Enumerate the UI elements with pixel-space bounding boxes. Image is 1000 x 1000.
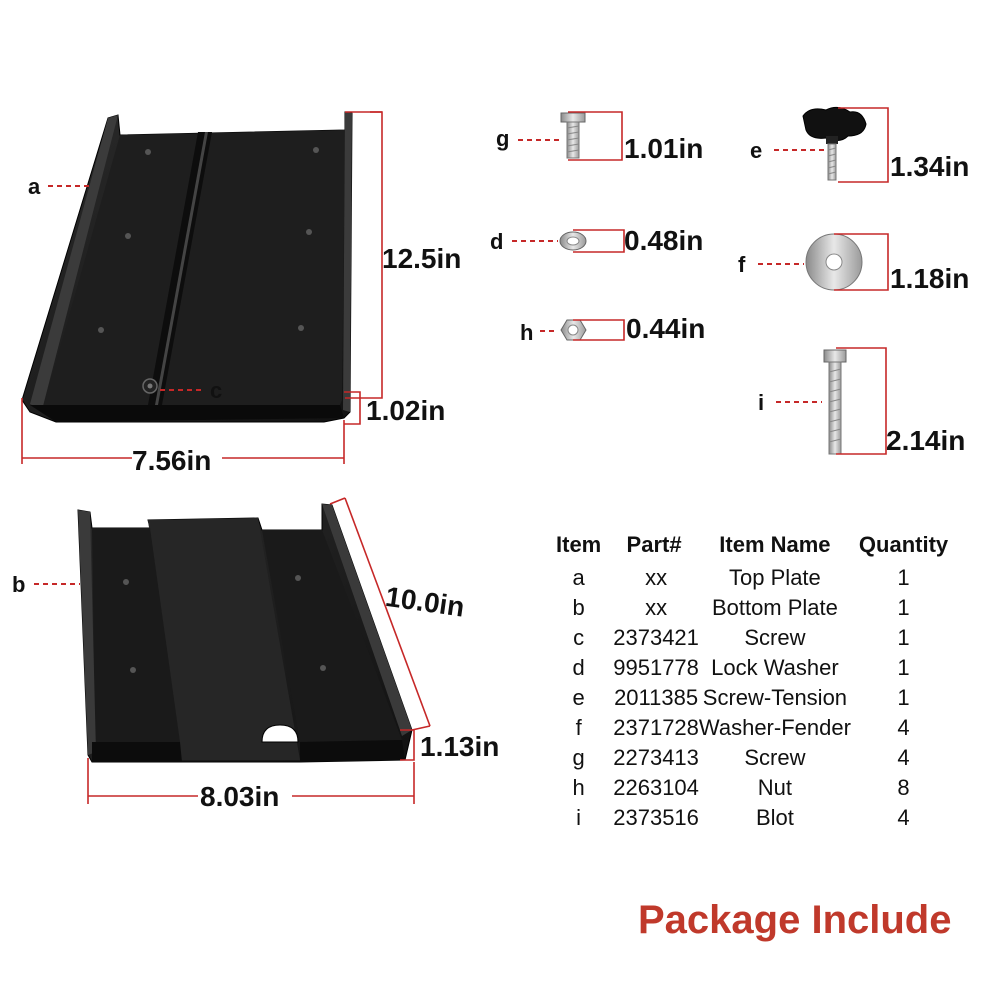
- cell-part: 2373516: [613, 805, 699, 830]
- dim-bottom-plate-length: 10.0in: [383, 581, 466, 623]
- label-h: h: [520, 320, 533, 345]
- cell-name: Top Plate: [729, 565, 821, 590]
- leader-lines: [34, 139, 824, 585]
- package-include-title: Package Include: [638, 898, 952, 942]
- label-c: c: [210, 378, 222, 403]
- cell-qty: 1: [897, 685, 910, 710]
- header-item-name: Item Name: [719, 532, 831, 557]
- nut-image: [560, 319, 587, 341]
- cell-part: 9951778: [613, 655, 699, 680]
- table-header-row: Item Part# Item Name Quantity: [548, 532, 956, 564]
- table-row: b xx Bottom Plate 1: [548, 594, 956, 624]
- dim-nut: 0.44in: [626, 313, 705, 344]
- dimension-lines: [21, 107, 889, 804]
- table-row: f 2371728 Washer-Fender 4: [548, 714, 956, 744]
- cell-qty: 4: [897, 805, 910, 830]
- parts-table: Item Part# Item Name Quantity a xx Top P…: [548, 532, 956, 834]
- cell-qty: 8: [897, 775, 910, 800]
- screw-tension-image: [802, 106, 867, 181]
- dimension-values: 12.5in 1.02in 7.56in 10.0in 1.13in 8.03i…: [132, 133, 969, 812]
- bottom-plate: [77, 503, 413, 763]
- table-row: i 2373516 Blot 4: [548, 804, 956, 834]
- label-b: b: [12, 572, 25, 597]
- dim-top-plate-height: 1.02in: [366, 395, 445, 426]
- part-letters: a c b g d h e f i: [12, 126, 764, 597]
- top-plate-holes: [98, 147, 319, 333]
- table-row: a xx Top Plate 1: [548, 564, 956, 594]
- header-item: Item: [556, 532, 602, 557]
- cell-part: 2011385: [614, 685, 699, 710]
- bottom-plate-holes: [123, 575, 326, 673]
- cell-item: f: [575, 715, 582, 740]
- label-i: i: [758, 390, 764, 415]
- screw-g-image: [560, 112, 586, 159]
- cell-part: xx: [645, 595, 668, 620]
- cell-name: Bottom Plate: [711, 595, 838, 620]
- cell-qty: 4: [897, 715, 910, 740]
- dim-top-plate-length: 12.5in: [382, 243, 461, 274]
- cell-name: Blot: [755, 805, 794, 830]
- dim-screw-g: 1.01in: [624, 133, 703, 164]
- label-a: a: [28, 174, 41, 199]
- top-plate: [21, 111, 353, 423]
- label-f: f: [738, 252, 746, 277]
- screw-c-head: [142, 378, 158, 394]
- cell-name: Screw-Tension: [702, 685, 848, 710]
- cell-name: Lock Washer: [711, 655, 839, 680]
- cell-name: Nut: [757, 775, 793, 800]
- table-row: e 2011385 Screw-Tension 1: [548, 684, 956, 714]
- dim-bottom-plate-height: 1.13in: [420, 731, 499, 762]
- dim-bottom-plate-width: 8.03in: [200, 781, 279, 812]
- cell-item: h: [572, 775, 585, 800]
- table-row: g 2273413 Screw 4: [548, 744, 956, 774]
- cell-qty: 1: [897, 655, 910, 680]
- cell-item: c: [573, 625, 585, 650]
- cell-part: 2273413: [613, 745, 699, 770]
- cell-qty: 1: [897, 565, 910, 590]
- cell-qty: 1: [897, 625, 910, 650]
- table-row: h 2263104 Nut 8: [548, 774, 956, 804]
- cell-qty: 4: [897, 745, 910, 770]
- table-row: c 2373421 Screw 1: [548, 624, 956, 654]
- cell-name: Screw: [744, 745, 806, 770]
- washer-fender-image: [805, 233, 863, 291]
- cell-part: 2373421: [613, 625, 699, 650]
- lock-washer-image: [559, 231, 587, 251]
- cell-item: g: [572, 745, 585, 770]
- label-d: d: [490, 229, 503, 254]
- dim-washer-fender: 1.18in: [890, 263, 969, 294]
- cell-item: i: [576, 805, 582, 830]
- label-g: g: [496, 126, 509, 151]
- cell-part: 2371728: [613, 715, 699, 740]
- header-part: Part#: [626, 532, 682, 557]
- header-quantity: Quantity: [858, 532, 949, 557]
- cell-qty: 1: [897, 595, 910, 620]
- cell-item: b: [572, 595, 585, 620]
- dim-screw-tension: 1.34in: [890, 151, 969, 182]
- cell-item: e: [572, 685, 585, 710]
- cell-item: d: [572, 655, 585, 680]
- cell-name: Screw: [744, 625, 806, 650]
- dim-top-plate-width: 7.56in: [132, 445, 211, 476]
- cell-part: 2263104: [613, 775, 699, 800]
- cell-part: xx: [645, 565, 668, 590]
- cell-item: a: [572, 565, 585, 590]
- table-row: d 9951778 Lock Washer 1: [548, 654, 956, 684]
- label-e: e: [750, 138, 762, 163]
- dim-bolt: 2.14in: [886, 425, 965, 456]
- bolt-image: [823, 349, 847, 455]
- cell-name: Washer-Fender: [698, 715, 851, 740]
- dim-lock-washer: 0.48in: [624, 225, 703, 256]
